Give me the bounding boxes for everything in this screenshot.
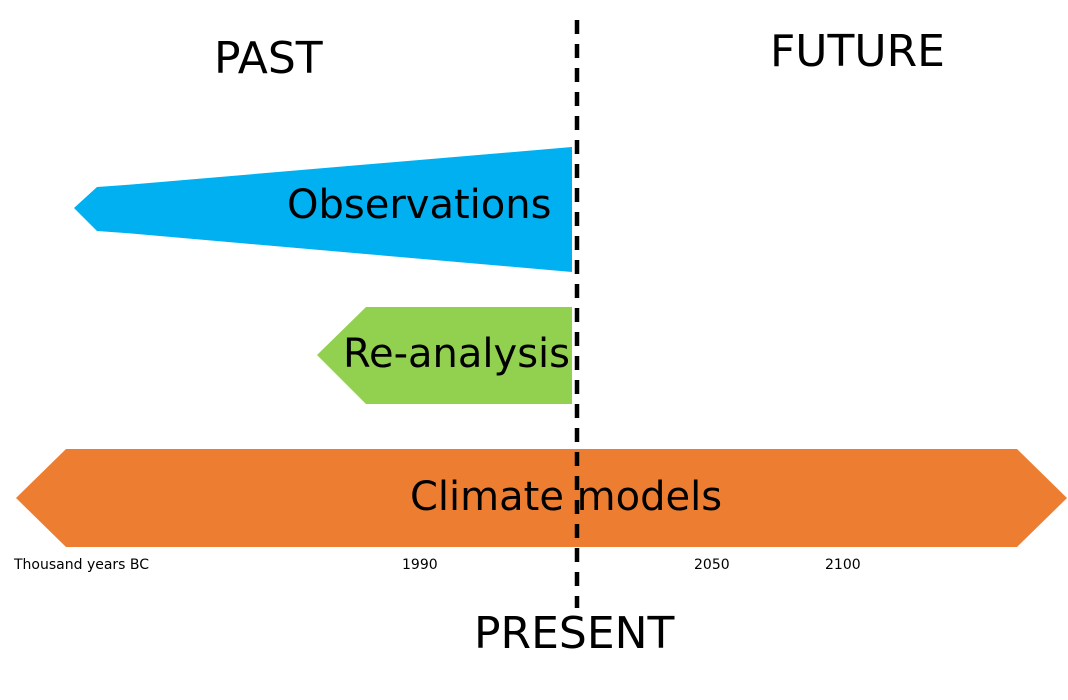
tick-1990: 1990 xyxy=(402,557,438,573)
climate-models-arrow-shape xyxy=(16,449,1067,547)
observations-label: Observations xyxy=(287,182,552,228)
present-label: PRESENT xyxy=(474,608,675,659)
tick-2100: 2100 xyxy=(825,557,861,573)
past-label: PAST xyxy=(214,33,323,84)
climate-models-label: Climate models xyxy=(410,474,723,520)
observations-arrow-shape xyxy=(74,147,572,272)
tick-2050: 2050 xyxy=(694,557,730,573)
reanalysis-label: Re-analysis xyxy=(343,331,570,377)
reanalysis-arrow-shape xyxy=(317,307,572,404)
future-label: FUTURE xyxy=(770,26,945,77)
tick-thousand-years-bc: Thousand years BC xyxy=(14,557,150,573)
